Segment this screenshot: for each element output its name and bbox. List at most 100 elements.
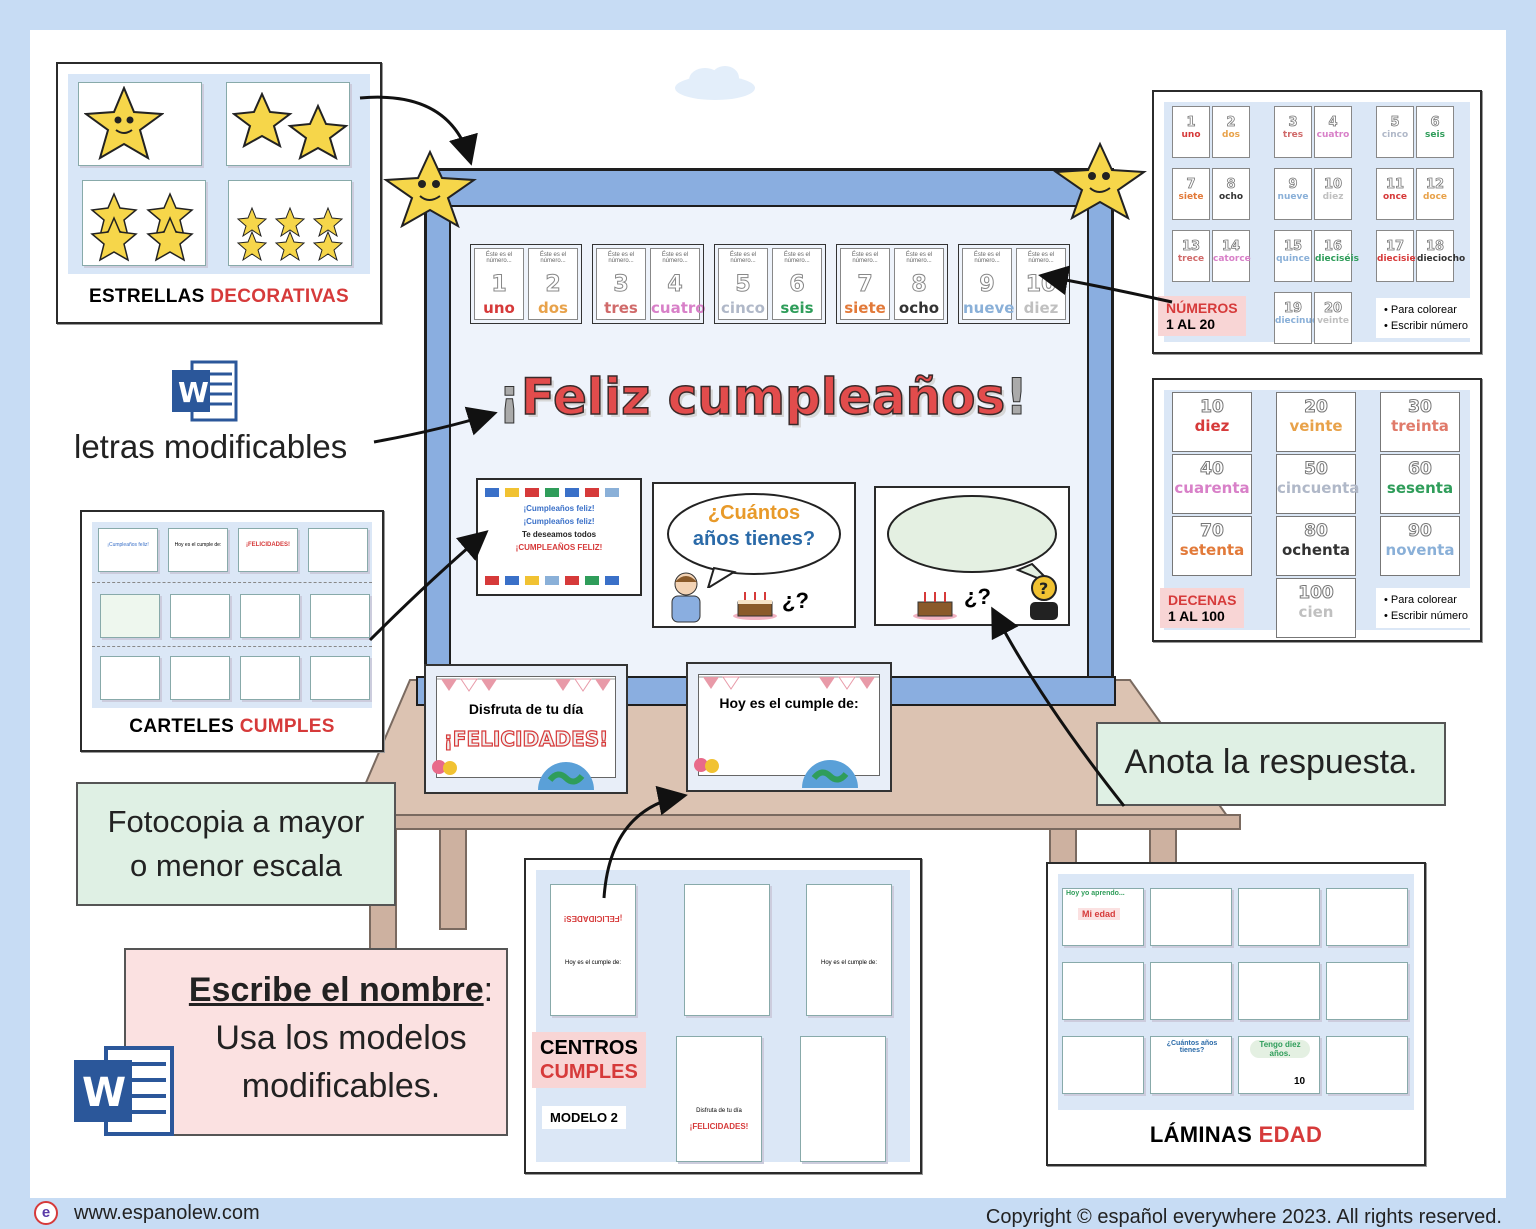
numeros-tag-line1: NÚMEROS: [1166, 300, 1238, 316]
carteles-mini-3: ¡FELICIDADES!: [246, 542, 290, 548]
bunting-icon: [437, 678, 615, 692]
card-word: treinta: [1391, 417, 1449, 435]
card-number: 8: [1226, 177, 1236, 193]
card-header: Éste es el número...: [783, 252, 811, 264]
laminas-caption: LÁMINAS EDAD: [1048, 1122, 1424, 1148]
laminas-mini-ten: 10: [1294, 1076, 1306, 1087]
word-icon-large: W: [74, 1046, 174, 1136]
card-header: Éste es el número...: [905, 252, 933, 264]
decenas-bullet-2: Escribir número: [1390, 610, 1468, 622]
card-word: cinco: [1381, 130, 1409, 140]
card-number: 16: [1323, 239, 1343, 255]
laminas-panel: Hoy yo aprendo... Mi edad ¿Cuántos años …: [1046, 862, 1426, 1166]
big-star-icon: [84, 86, 164, 161]
card-number: 90: [1408, 521, 1433, 542]
card-word: seis: [1425, 130, 1445, 140]
card-number: 14: [1221, 239, 1241, 255]
card-word: trece: [1177, 254, 1205, 264]
balloons-icon-2: [694, 758, 719, 773]
card-pair-frame: [958, 244, 1070, 324]
escribe-line3: modificables.: [241, 1067, 441, 1105]
card-word: dieciséis: [1315, 254, 1359, 264]
card-word: tres: [1282, 130, 1304, 140]
card-number: 8: [911, 272, 927, 298]
cloud-icon: [675, 66, 755, 100]
escribe-note: Escribe el nombre: Usa los modelos modif…: [124, 948, 508, 1136]
card-word: cinco: [721, 299, 765, 317]
tent1-line1: Disfruta de tu día: [468, 701, 584, 717]
card-number: 1: [1186, 115, 1196, 131]
svg-text:?: ?: [1039, 579, 1048, 598]
decenas-tag-line1: DECENAS: [1168, 592, 1237, 608]
escribe-bold: Escribe el nombre: [188, 971, 484, 1009]
card-number: 100: [1298, 583, 1335, 604]
card-pair-frame: [836, 244, 948, 324]
card-number: 40: [1200, 459, 1225, 480]
tent-card-felicidades: Disfruta de tu día ¡FELICIDADES!: [424, 664, 628, 794]
card-header: Éste es el número...: [539, 252, 567, 264]
card-pair-frame: [714, 244, 826, 324]
card-pair-frame: [470, 244, 582, 324]
svg-text:W: W: [82, 1070, 126, 1116]
card-number: 1: [491, 272, 507, 298]
speech-poster-blank: ¿? ?: [874, 486, 1070, 626]
card-header: Éste es el número...: [485, 252, 513, 264]
centros-mini-disfruta: Disfruta de tu día: [696, 1108, 742, 1114]
card-number: 20: [1304, 397, 1329, 418]
card-word: cuatro: [1316, 130, 1350, 140]
footer-website[interactable]: www.espanolew.com: [74, 1202, 260, 1224]
card-number: 20: [1323, 301, 1343, 317]
svg-text:W: W: [178, 376, 209, 409]
laminas-title-red: EDAD: [1258, 1122, 1323, 1147]
card-word: setenta: [1179, 541, 1245, 559]
centros-title-line1: CENTROS: [540, 1037, 638, 1059]
anota-text: Anota la respuesta.: [1124, 743, 1418, 781]
star-left-icon: [383, 149, 477, 228]
carteles-title-black: CARTELES: [129, 716, 235, 737]
centros-modelo: MODELO 2: [542, 1106, 626, 1129]
card-word: catorce: [1213, 254, 1251, 264]
estrellas-caption: ESTRELLAS DECORATIVAS: [58, 286, 380, 308]
card-word: nueve: [963, 299, 1015, 317]
poster-line4: ¡CUMPLEAÑOS FELIZ!: [515, 543, 603, 552]
card-header: Éste es el número...: [607, 252, 635, 264]
speech-line2: años tienes?: [692, 528, 816, 550]
centros-title: CENTROS CUMPLES: [532, 1032, 646, 1088]
card-header: Éste es el número...: [661, 252, 689, 264]
mystery-person-icon: ?: [1030, 575, 1058, 620]
boy-icon: [671, 572, 701, 623]
decenas-bullet-1: Para colorear: [1390, 594, 1457, 606]
cake-icon: [733, 592, 777, 620]
card-word: seis: [780, 299, 814, 317]
card-header: Éste es el número...: [851, 252, 879, 264]
flag-poster: ¡Cumpleaños feliz! ¡Cumpleaños feliz! Te…: [476, 478, 642, 596]
centros-mini-felicidades-2: ¡FELICIDADES!: [689, 1122, 749, 1131]
card-word: ocho: [898, 299, 940, 317]
question-mark-1: ¿?: [782, 588, 809, 613]
poster-line2: ¡Cumpleaños feliz!: [523, 517, 595, 526]
card-number: 4: [1328, 115, 1338, 131]
laminas-title-black: LÁMINAS: [1149, 1122, 1253, 1147]
word-icon: W: [172, 360, 238, 422]
